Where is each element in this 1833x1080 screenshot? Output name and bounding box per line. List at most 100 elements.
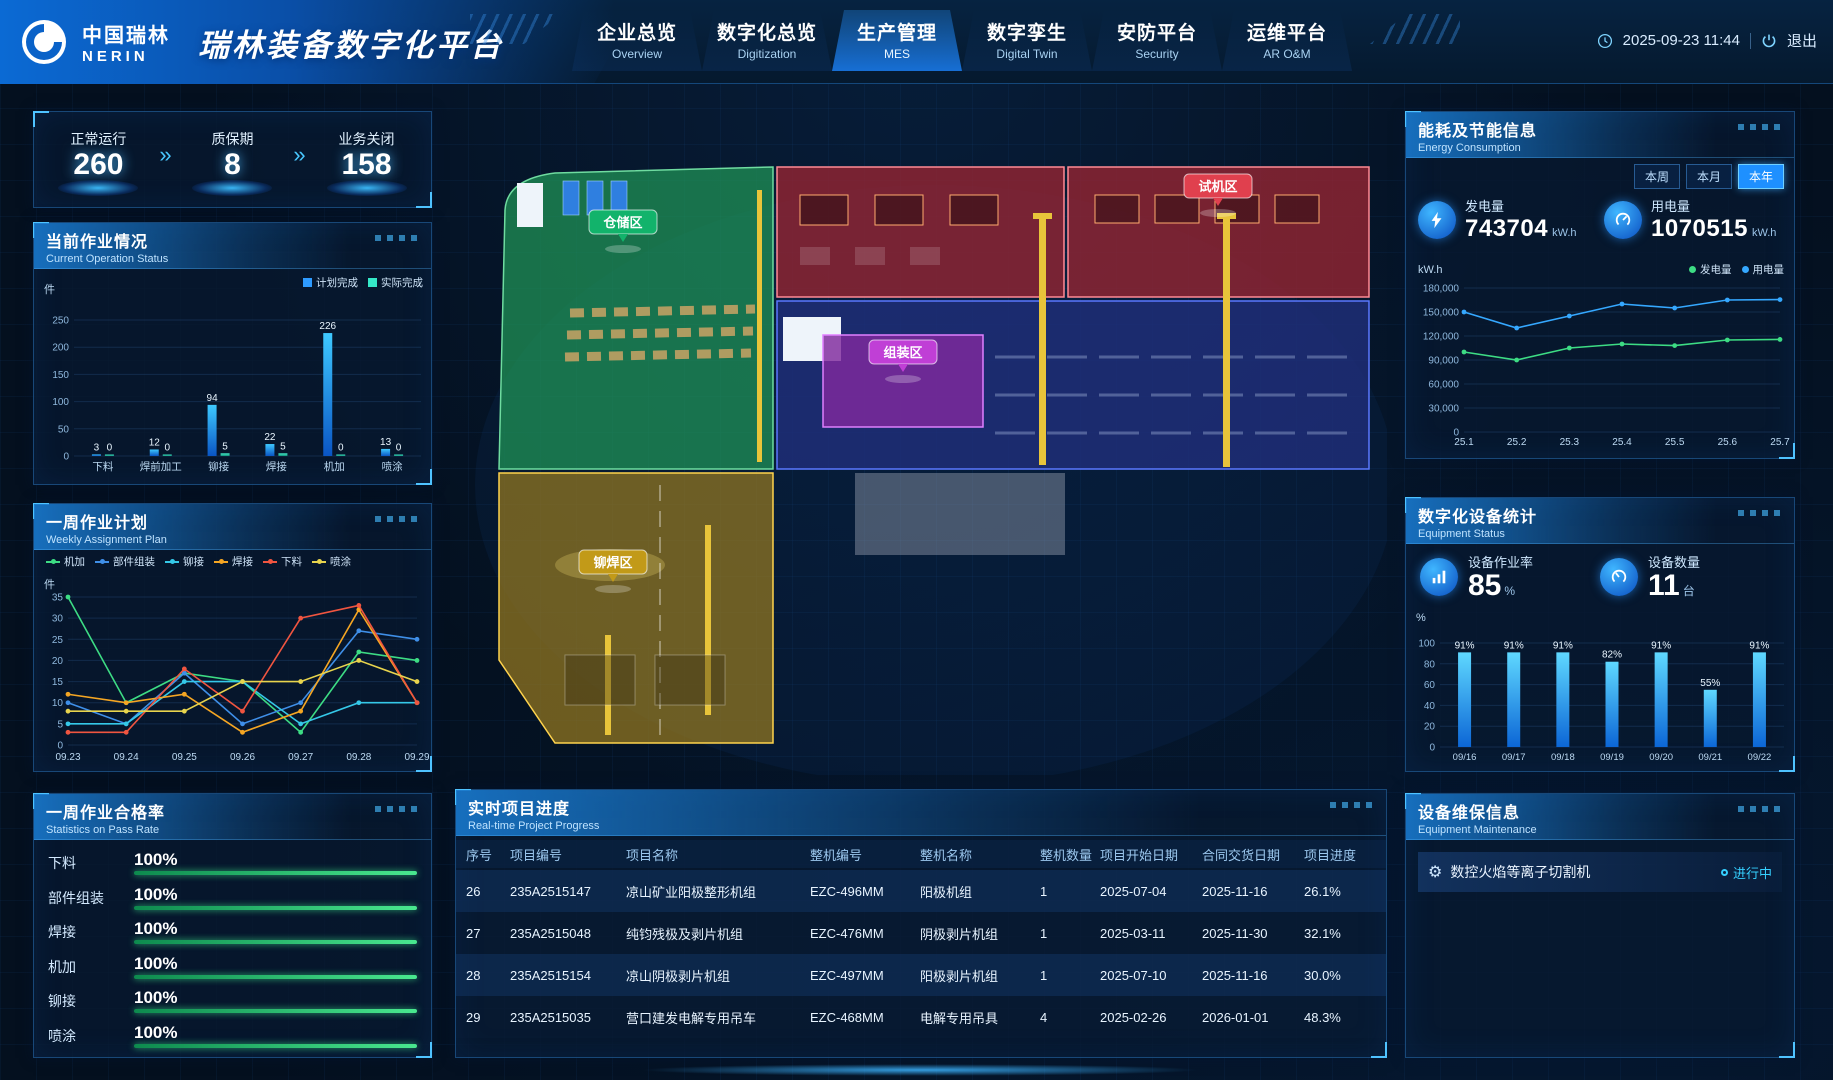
svg-text:25.5: 25.5 [1665, 437, 1685, 448]
status-card-label: 业务关闭 [338, 130, 395, 147]
pass-rate-bar [134, 974, 417, 979]
pass-rate-label: 焊接 [48, 924, 76, 941]
maintenance-item[interactable]: ⚙ 数控火焰等离子切割机 进行中 [1418, 852, 1782, 892]
panel-title: 当前作业情况 [46, 234, 149, 251]
zone-assembly[interactable] [822, 334, 984, 428]
svg-text:91%: 91% [1553, 640, 1573, 651]
company-name: 中国瑞林 NERIN [82, 19, 170, 65]
table-cell: 29 [466, 1009, 481, 1025]
svg-text:25.4: 25.4 [1612, 437, 1632, 448]
equipment-panel: 数字化设备统计 Equipment Status 设备作业率 85% [1405, 497, 1795, 772]
status-card-glow [58, 180, 139, 197]
legend-label: 下料 [281, 556, 302, 568]
nav-tab-4[interactable]: 数字孪生 Digital Twin [962, 10, 1092, 71]
legend-marker-icon [1741, 266, 1749, 273]
svg-text:09.23: 09.23 [55, 752, 80, 763]
nav-tab-label-en: Digital Twin [996, 47, 1058, 61]
legend-item: 下料 [263, 554, 302, 569]
legend-label: 铆接 [183, 556, 204, 568]
factory-3d-map[interactable]: 仓储区 组装区 试机区 铆焊区 [455, 95, 1395, 785]
pass-rate-bar [134, 1009, 417, 1014]
svg-text:10: 10 [52, 698, 64, 709]
consumption-value: 1070515 [1651, 215, 1748, 242]
status-card-value: 158 [341, 147, 392, 181]
energy-tab-3[interactable]: 本年 [1737, 164, 1784, 189]
generation-unit: kW.h [1552, 227, 1577, 239]
ops-legend: 计划完成实际完成 [293, 275, 423, 290]
gear-icon: ⚙ [1428, 864, 1443, 881]
svg-text:91%: 91% [1749, 640, 1769, 651]
legend-marker-icon [165, 559, 179, 564]
panel-header: 设备维保信息 Equipment Maintenance [1406, 794, 1794, 840]
power-icon[interactable] [1761, 33, 1777, 49]
zone-preassembly[interactable] [776, 166, 1065, 298]
legend-label: 部件组装 [113, 556, 155, 568]
nav-tab-label-en: MES [883, 47, 910, 61]
zone-label: 试机区 [1198, 179, 1237, 194]
legend-item: 铆接 [165, 554, 204, 569]
utilization-stat: 设备作业率 85% [1420, 552, 1600, 601]
table-cell: 阳极剥片机组 [920, 968, 999, 984]
status-card-label: 正常运行 [70, 130, 127, 147]
y-axis-unit: 件 [44, 284, 55, 296]
svg-text:22: 22 [264, 432, 276, 443]
zone-weld[interactable] [498, 472, 774, 744]
panel-title: 设备维保信息 [1418, 805, 1521, 822]
column-header: 整机编号 [810, 847, 863, 863]
column-header: 项目进度 [1304, 847, 1357, 863]
svg-text:09/21: 09/21 [1698, 752, 1722, 763]
panel-subtitle: Current Operation Status [46, 253, 169, 265]
zone-storage[interactable] [498, 166, 774, 470]
svg-text:60: 60 [1424, 680, 1436, 691]
pass-rate-value: 100% [134, 850, 178, 870]
svg-text:15: 15 [52, 677, 64, 688]
divider [1749, 32, 1751, 49]
svg-text:30: 30 [52, 614, 64, 625]
panel-subtitle: Equipment Status [1418, 528, 1505, 540]
zone-machining[interactable] [776, 213, 1370, 470]
svg-text:60,000: 60,000 [1428, 380, 1459, 391]
energy-tab-1[interactable]: 本周 [1633, 164, 1680, 189]
svg-text:91%: 91% [1504, 640, 1524, 651]
crane-post [705, 525, 711, 715]
logout-button[interactable]: 退出 [1786, 33, 1817, 50]
legend-item: 部件组装 [95, 554, 155, 569]
nav-tab-label-cn: 安防平台 [1116, 23, 1197, 44]
svg-text:焊前加工: 焊前加工 [140, 460, 182, 473]
svg-text:20: 20 [52, 656, 64, 667]
table-cell: 1 [1040, 883, 1048, 899]
project-progress-panel: 实时项目进度 Real-time Project Progress 序号项目编号… [455, 789, 1387, 1058]
svg-text:25.6: 25.6 [1718, 437, 1738, 448]
gantry-crane [1039, 215, 1046, 465]
gantry-crane [1223, 215, 1230, 467]
decor-stripes-right [1370, 14, 1460, 44]
status-dot-icon [1720, 868, 1728, 876]
pass-rate-value: 100% [134, 988, 178, 1008]
table-cell: 凉山矿业阳极整形机组 [626, 884, 757, 900]
panel-title: 一周作业合格率 [46, 805, 166, 822]
svg-text:25.3: 25.3 [1560, 437, 1580, 448]
consumption-unit: kW.h [1751, 227, 1777, 239]
consumption-label: 用电量 [1651, 199, 1691, 214]
legend-marker-icon [263, 559, 277, 564]
nav-tab-label-cn: 数字孪生 [986, 23, 1067, 44]
svg-text:5: 5 [280, 441, 286, 452]
energy-tab-2[interactable]: 本月 [1685, 164, 1732, 189]
svg-text:91%: 91% [1651, 640, 1671, 651]
